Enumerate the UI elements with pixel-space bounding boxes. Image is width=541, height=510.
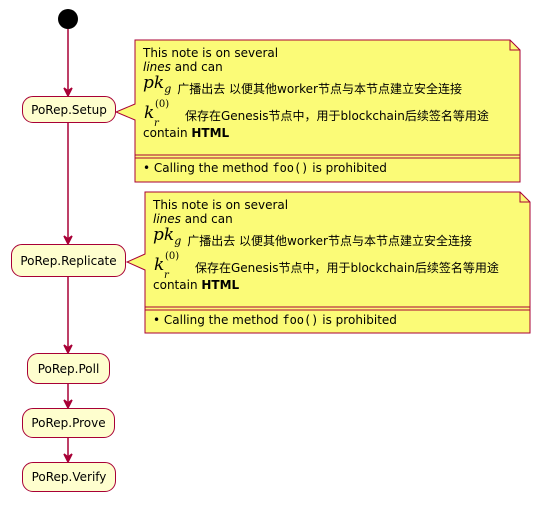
note-2-line2: lines and can — [153, 212, 233, 226]
note-1-math-pkg: pkg 广播出去 以便其他worker节点与本节点建立安全连接 — [143, 74, 514, 96]
note-2-line1: This note is on several — [153, 198, 289, 212]
math-k-r-0: k(0)r — [144, 99, 170, 129]
node-porep-poll: PoRep.Poll — [27, 353, 110, 384]
note-1-line2: lines and can — [143, 60, 223, 74]
note-1: This note is on several lines and can pk… — [135, 40, 520, 182]
note-2-kr-text: 保存在Genesis节点中，用于blockchain后续签名等用途 — [195, 261, 499, 275]
note-2-shape — [125, 191, 531, 334]
arrowhead-verify — [63, 453, 73, 464]
note-2-math-kr: k(0)r 保存在Genesis节点中，用于blockchain后续签名等用途 — [153, 248, 524, 281]
note-1-math-kr: k(0)r 保存在Genesis节点中，用于blockchain后续签名等用途 — [143, 96, 514, 129]
note-1-line1: This note is on several — [143, 46, 279, 60]
note-2-pkg-text: 广播出去 以便其他worker节点与本节点建立安全连接 — [187, 234, 472, 248]
note-1-kr-text: 保存在Genesis节点中，用于blockchain后续签名等用途 — [185, 109, 489, 123]
node-porep-replicate: PoRep.Replicate — [11, 244, 126, 277]
arrowhead-replicate — [63, 235, 73, 246]
note-2-contain: contain HTML — [153, 278, 240, 292]
arrowhead-setup — [63, 87, 73, 98]
start-node — [58, 9, 78, 29]
note-1-calling: • Calling the method foo() is prohibited — [143, 161, 387, 175]
note-2-math-pkg: pkg 广播出去 以便其他worker节点与本节点建立安全连接 — [153, 226, 524, 248]
node-porep-verify: PoRep.Verify — [22, 462, 116, 492]
arrowhead-poll — [63, 344, 73, 355]
note-2-calling: • Calling the method foo() is prohibited — [153, 313, 397, 327]
note-1-fold — [509, 40, 520, 51]
note-1-contain: contain HTML — [143, 126, 230, 140]
note-1-shape — [114, 39, 521, 183]
node-porep-setup: PoRep.Setup — [22, 96, 116, 123]
note-2-fold — [519, 192, 530, 203]
math-pk-g: pkg — [143, 72, 172, 95]
arrowhead-prove — [63, 399, 73, 410]
note-2: This note is on several lines and can pk… — [145, 192, 530, 333]
math-pk-g: pkg — [153, 224, 182, 247]
math-k-r-0: k(0)r — [154, 251, 180, 281]
note-1-pkg-text: 广播出去 以便其他worker节点与本节点建立安全连接 — [177, 82, 462, 96]
node-porep-prove: PoRep.Prove — [22, 408, 115, 438]
